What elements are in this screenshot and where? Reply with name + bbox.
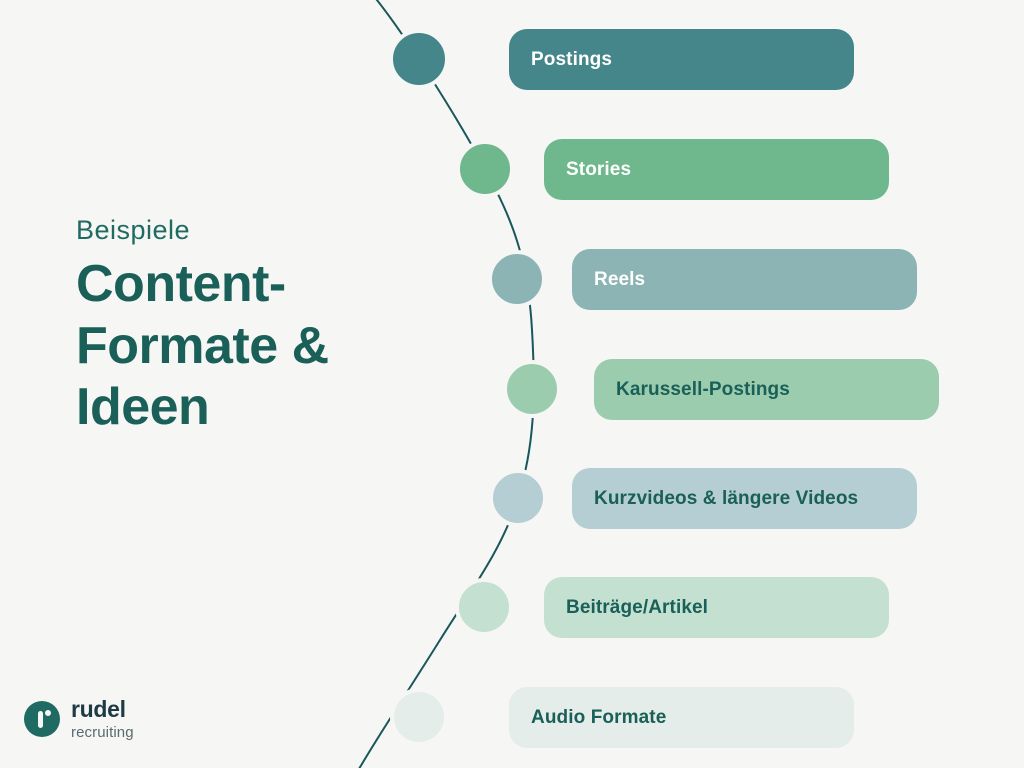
headline-block: Beispiele Content- Formate & Ideen [76, 214, 396, 438]
format-pill[interactable]: Stories [544, 139, 889, 200]
format-pill[interactable]: Audio Formate [509, 687, 854, 748]
timeline-node[interactable] [390, 688, 448, 746]
logo-r-dot [45, 710, 51, 716]
logo-mark-icon [24, 701, 60, 737]
logo-subtitle: recruiting [71, 724, 134, 741]
format-pill[interactable]: Beiträge/Artikel [544, 577, 889, 638]
logo-r-stem [38, 711, 43, 728]
format-pill[interactable]: Postings [509, 29, 854, 90]
timeline-node[interactable] [489, 469, 547, 527]
timeline-node[interactable] [503, 360, 561, 418]
page-title-line-1: Content- [76, 255, 286, 314]
eyebrow-label: Beispiele [76, 215, 191, 245]
page-title-line-2: Formate & [76, 316, 329, 375]
timeline-node[interactable] [455, 578, 513, 636]
format-pill-label: Audio Formate [531, 706, 667, 728]
brand-logo: rudel recruiting [24, 698, 134, 740]
format-pill[interactable]: Karussell-Postings [594, 359, 939, 420]
timeline-node[interactable] [488, 250, 546, 308]
format-pill[interactable]: Reels [572, 249, 917, 310]
format-pill-label: Reels [594, 268, 646, 290]
format-pill-label: Kurzvideos & längere Videos [594, 487, 859, 509]
format-pill-label: Stories [566, 158, 632, 180]
timeline-node[interactable] [389, 29, 449, 89]
logo-text: rudel recruiting [71, 696, 134, 741]
page-title: Content- Formate & Ideen [76, 254, 396, 438]
logo-name: rudel [71, 696, 126, 722]
format-pill-label: Beiträge/Artikel [566, 596, 709, 618]
timeline-node[interactable] [456, 140, 514, 198]
page-title-line-3: Ideen [76, 378, 210, 437]
format-pill-label: Karussell-Postings [616, 378, 790, 400]
format-pill-label: Postings [531, 48, 613, 70]
format-pill[interactable]: Kurzvideos & längere Videos [572, 468, 917, 529]
